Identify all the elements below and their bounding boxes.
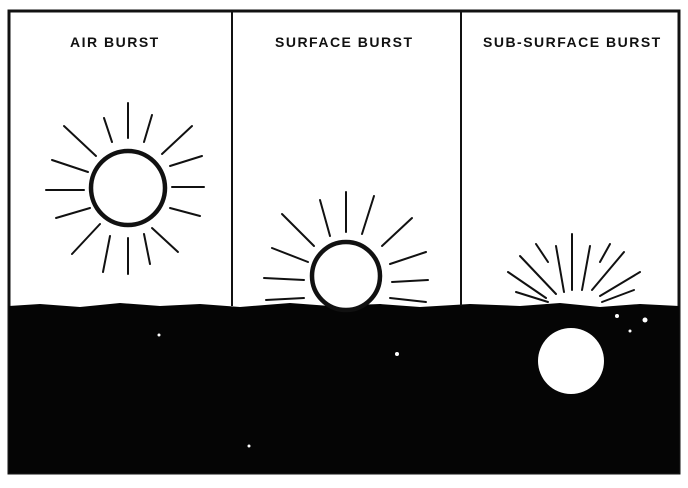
panel-title-air-burst: AIR BURST <box>70 34 160 50</box>
surface-burst-fireball <box>312 242 380 310</box>
panel-title-surface-burst: SURFACE BURST <box>275 34 414 50</box>
surface-burst-illustration <box>264 192 428 310</box>
air-burst-illustration <box>46 103 204 274</box>
air-burst-fireball <box>91 151 165 225</box>
panel-title-subsurface-burst: SUB-SURFACE BURST <box>483 34 662 50</box>
subsurface-burst-fireball <box>538 328 604 394</box>
subsurface-burst-rays <box>508 234 640 302</box>
